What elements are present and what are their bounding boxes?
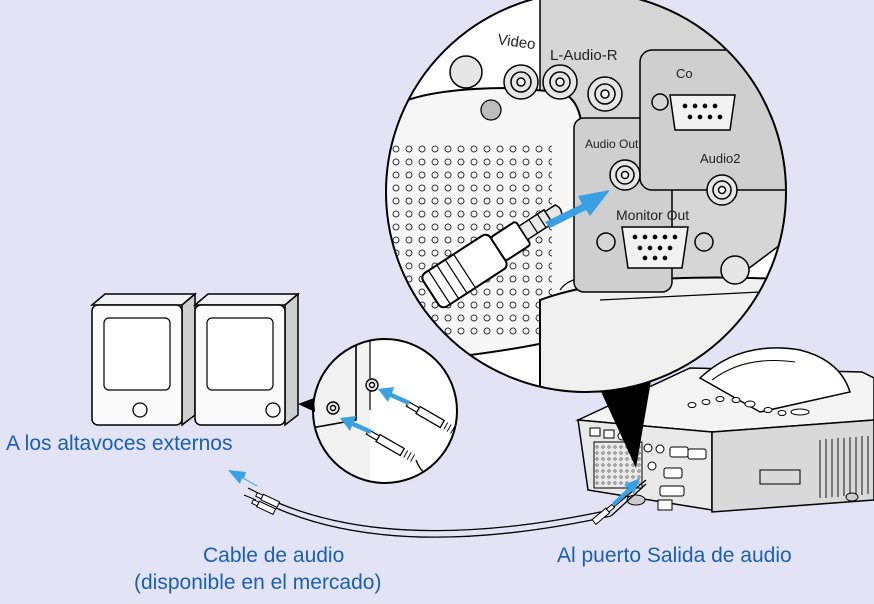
arrow-icon (378, 387, 410, 405)
port-label-audio-out: Audio Out (585, 137, 639, 151)
audio-out-jack (609, 159, 641, 191)
label-to-speakers: A los altavoces externos (4, 432, 235, 455)
audio-plug-icon (421, 204, 563, 309)
projector-icon (575, 347, 874, 513)
speaker-icon (89, 292, 198, 427)
audio-cable (243, 479, 647, 538)
label-cable: Cable de audio (203, 544, 345, 567)
audio-plug-icon (405, 401, 457, 483)
zoom-circle-large: Video L-Audio-R Audio Out Monitor Out Au… (385, 0, 787, 393)
port-label-monitor-out: Monitor Out (616, 207, 689, 223)
port-label-video: Video (496, 31, 536, 53)
speaker-icon (192, 292, 301, 427)
arrow-icon (340, 416, 372, 434)
label-cable-availability: (disponible en el mercado) (134, 571, 382, 594)
callout-pointer (298, 398, 315, 412)
port-label-audio2: Audio2 (700, 151, 740, 166)
port-label-computer: Co (676, 66, 693, 81)
arrow-icon (545, 190, 610, 228)
zoom-circle-small (312, 338, 458, 484)
arrow-icon (612, 478, 640, 506)
label-audio-out-port: Al puerto Salida de audio (557, 544, 792, 567)
arrow-icon (228, 470, 258, 486)
audio-plug-icon (251, 491, 616, 526)
callout-pointer (598, 375, 652, 468)
port-label-l-audio-r: L-Audio-R (550, 47, 618, 64)
projector-buttons (687, 396, 810, 416)
